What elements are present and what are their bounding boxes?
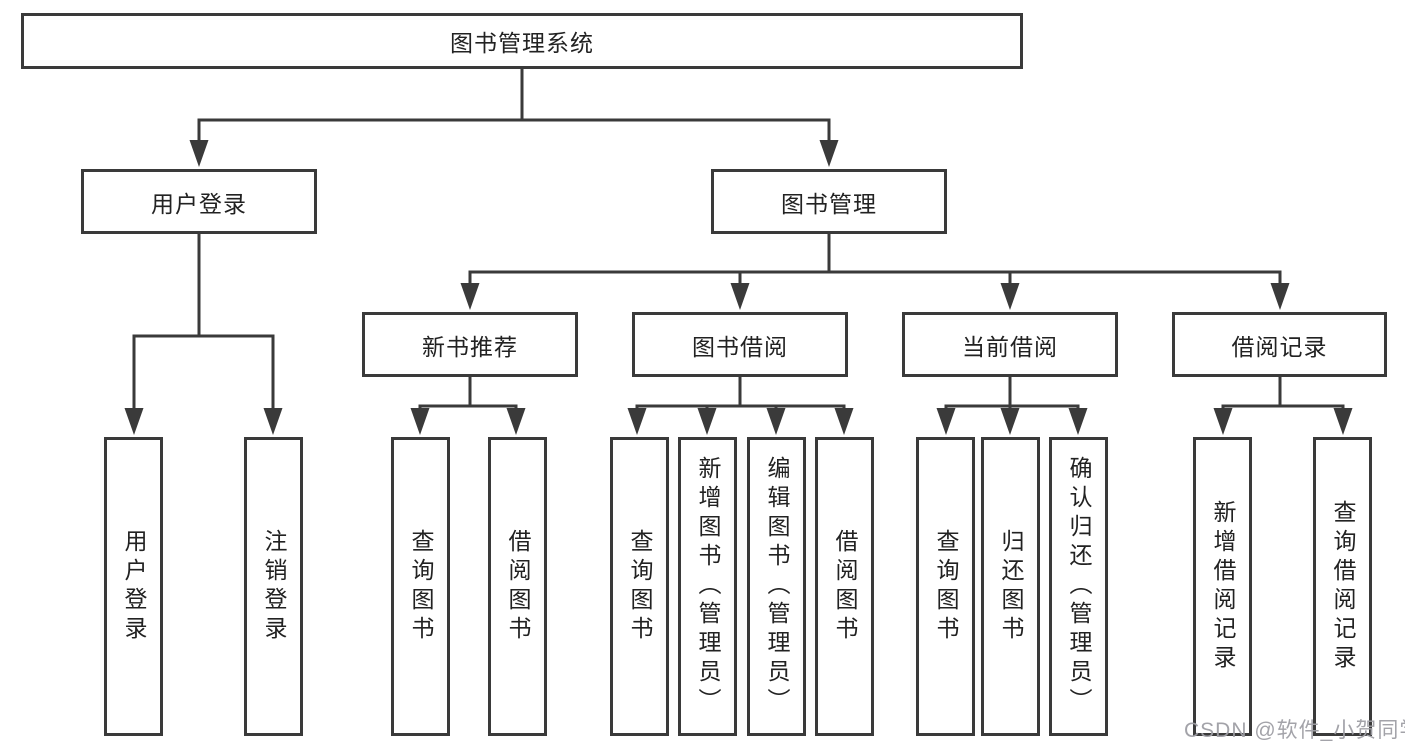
leaf-current-confirm-return-admin: 确认归还（管理员）: [1049, 437, 1108, 736]
leaf-record-query-record: 查询借阅记录: [1313, 437, 1372, 736]
leaf-label: 借阅图书: [505, 528, 531, 645]
leaf-label: 归还图书: [998, 528, 1024, 645]
node-current-borrow: 当前借阅: [902, 312, 1118, 377]
csdn-watermark: CSDN @软件_小贺同学: [1184, 719, 1405, 742]
leaf-label: 查询图书: [627, 528, 653, 645]
node-book-borrow: 图书借阅: [632, 312, 848, 377]
leaf-label: 确认归还（管理员）: [1066, 456, 1092, 717]
leaf-newbook-borrow-books: 借阅图书: [488, 437, 547, 736]
node-root: 图书管理系统: [21, 13, 1023, 69]
leaf-user-login: 用户登录: [104, 437, 163, 736]
leaf-label: 查询借阅记录: [1330, 499, 1356, 674]
leaf-label: 新增图书（管理员）: [695, 456, 721, 717]
node-new-book: 新书推荐: [362, 312, 578, 377]
node-book-borrow-label: 图书借阅: [692, 333, 788, 360]
leaf-label: 查询图书: [408, 528, 434, 645]
leaf-label: 新增借阅记录: [1210, 499, 1236, 674]
leaf-record-add-record: 新增借阅记录: [1193, 437, 1252, 736]
leaf-current-return-books: 归还图书: [981, 437, 1040, 736]
node-current-borrow-label: 当前借阅: [962, 333, 1058, 360]
leaf-newbook-query-books: 查询图书: [391, 437, 450, 736]
node-new-book-label: 新书推荐: [422, 333, 518, 360]
node-borrow-record-label: 借阅记录: [1231, 333, 1328, 360]
leaf-label: 借阅图书: [832, 528, 858, 645]
leaf-borrow-add-books-admin: 新增图书（管理员）: [678, 437, 737, 736]
leaf-label: 查询图书: [933, 528, 959, 645]
node-borrow-record: 借阅记录: [1172, 312, 1387, 377]
leaf-label: 用户登录: [121, 528, 147, 645]
node-book-mgmt: 图书管理: [711, 169, 947, 234]
node-user-login-label: 用户登录: [151, 190, 247, 217]
leaf-current-query-books: 查询图书: [916, 437, 975, 736]
leaf-borrow-edit-books-admin: 编辑图书（管理员）: [747, 437, 806, 736]
leaf-label: 注销登录: [261, 528, 287, 645]
leaf-borrow-borrow-books: 借阅图书: [815, 437, 874, 736]
node-user-login: 用户登录: [81, 169, 317, 234]
node-book-mgmt-label: 图书管理: [781, 190, 877, 217]
leaf-label: 编辑图书（管理员）: [764, 456, 790, 717]
leaf-borrow-query-books: 查询图书: [610, 437, 669, 736]
leaf-logout: 注销登录: [244, 437, 303, 736]
node-root-label: 图书管理系统: [450, 30, 594, 56]
